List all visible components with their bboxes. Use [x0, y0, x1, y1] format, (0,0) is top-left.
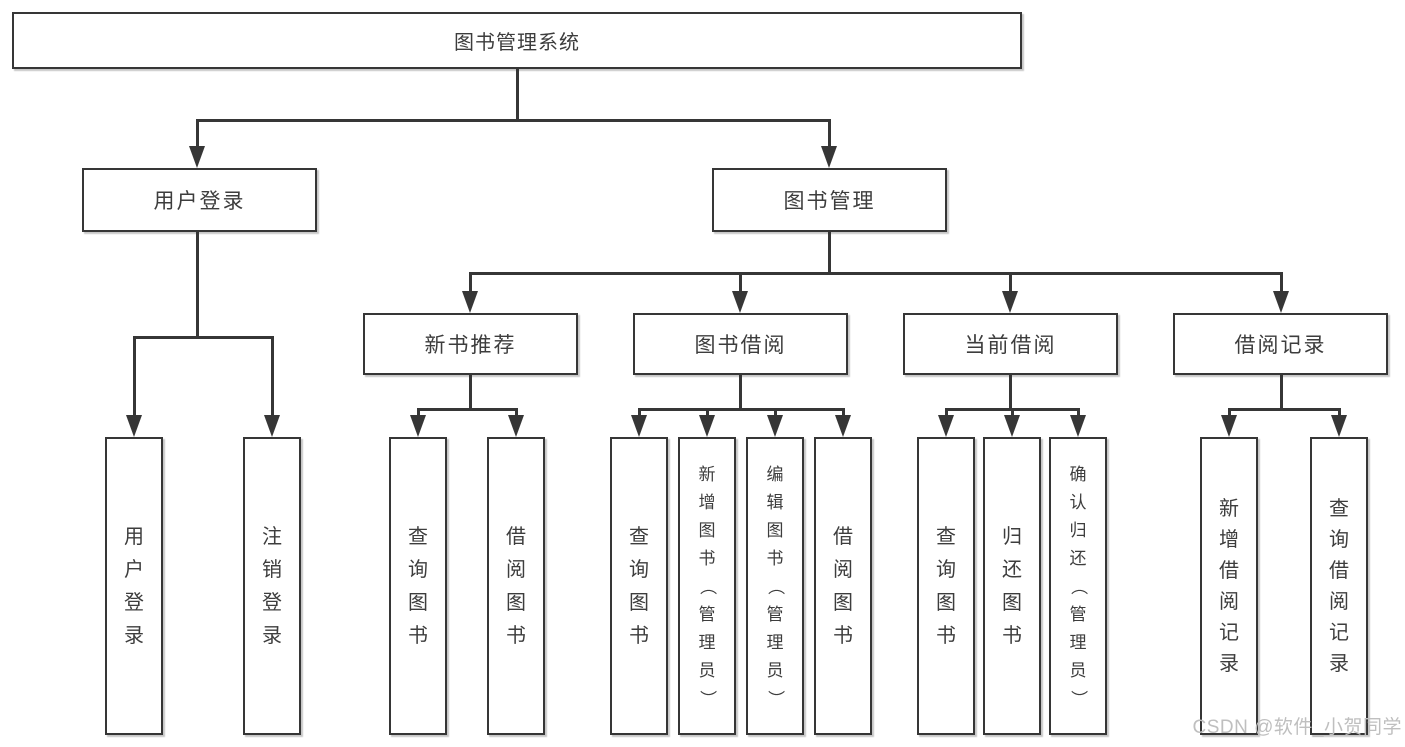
connector-line	[1077, 408, 1080, 415]
leaf-label: 查询借阅记录	[1329, 497, 1349, 675]
connector-line	[1228, 408, 1340, 411]
leaf-label: 新增借阅记录	[1219, 497, 1239, 675]
node-label: 图书管理	[783, 190, 876, 213]
node-book-management: 图书管理	[712, 168, 947, 232]
connector-line	[739, 375, 742, 408]
arrow-down-icon	[462, 291, 478, 313]
arrow-down-icon	[1004, 415, 1020, 437]
connector-line	[1280, 272, 1283, 291]
arrow-down-icon	[126, 415, 142, 437]
arrow-down-icon	[1070, 415, 1086, 437]
connector-line	[516, 69, 519, 119]
leaf-add-book-admin: 新增图书（管理员）	[678, 437, 736, 735]
connector-line	[638, 408, 641, 415]
connector-line	[515, 408, 518, 415]
node-label: 新书推荐	[424, 334, 517, 357]
connector-line	[417, 408, 517, 411]
connector-line	[196, 119, 831, 122]
leaf-add-borrow-record: 新增借阅记录	[1200, 437, 1258, 735]
csdn-watermark: CSDN @软件_小贺同学	[1192, 717, 1402, 738]
connector-line	[1011, 408, 1014, 415]
connector-line	[1009, 375, 1012, 408]
leaf-label: 确认归还（管理员）	[1068, 464, 1088, 707]
node-root-library-system: 图书管理系统	[12, 12, 1022, 69]
connector-line	[842, 408, 845, 415]
connector-line	[1338, 408, 1341, 415]
arrow-down-icon	[1273, 291, 1289, 313]
connector-line	[1009, 272, 1012, 291]
connector-line	[774, 408, 777, 415]
node-book-borrow: 图书借阅	[633, 313, 848, 375]
leaf-return-books: 归还图书	[983, 437, 1041, 735]
connector-line	[469, 272, 1282, 275]
leaf-logout: 注销登录	[243, 437, 301, 735]
node-borrow-records: 借阅记录	[1173, 313, 1388, 375]
leaf-label: 编辑图书（管理员）	[765, 464, 785, 707]
arrow-down-icon	[938, 415, 954, 437]
node-label: 图书管理系统	[454, 32, 580, 54]
connector-line	[1228, 408, 1231, 415]
leaf-query-books-3: 查询图书	[917, 437, 975, 735]
connector-line	[417, 408, 420, 415]
connector-line	[638, 408, 843, 411]
leaf-query-books-1: 查询图书	[389, 437, 447, 735]
arrow-down-icon	[1002, 291, 1018, 313]
leaf-label: 查询图书	[629, 525, 649, 647]
node-label: 当前借阅	[964, 334, 1057, 357]
connector-line	[828, 232, 831, 272]
arrow-down-icon	[1221, 415, 1237, 437]
leaf-label: 归还图书	[1002, 525, 1022, 647]
leaf-borrow-books-1: 借阅图书	[487, 437, 545, 735]
connector-line	[739, 272, 742, 291]
node-current-borrow: 当前借阅	[903, 313, 1118, 375]
connector-line	[706, 408, 709, 415]
leaf-label: 借阅图书	[833, 525, 853, 647]
arrow-down-icon	[732, 291, 748, 313]
leaf-query-books-2: 查询图书	[610, 437, 668, 735]
leaf-confirm-return-admin: 确认归还（管理员）	[1049, 437, 1107, 735]
arrow-down-icon	[835, 415, 851, 437]
node-user-login: 用户登录	[82, 168, 317, 232]
arrow-down-icon	[189, 146, 205, 168]
leaf-borrow-books-2: 借阅图书	[814, 437, 872, 735]
connector-line	[133, 336, 274, 339]
leaf-label: 查询图书	[936, 525, 956, 647]
connector-line	[1280, 375, 1283, 408]
leaf-edit-book-admin: 编辑图书（管理员）	[746, 437, 804, 735]
connector-line	[469, 375, 472, 408]
arrow-down-icon	[264, 415, 280, 437]
connector-line	[196, 119, 199, 146]
arrow-down-icon	[508, 415, 524, 437]
connector-line	[469, 272, 472, 291]
leaf-query-borrow-record: 查询借阅记录	[1310, 437, 1368, 735]
leaf-label: 借阅图书	[506, 525, 526, 647]
leaf-label: 注销登录	[262, 525, 282, 647]
leaf-user-login: 用户登录	[105, 437, 163, 735]
arrow-down-icon	[1331, 415, 1347, 437]
connector-line	[271, 336, 274, 415]
arrow-down-icon	[821, 146, 837, 168]
node-new-book-recommend: 新书推荐	[363, 313, 578, 375]
arrow-down-icon	[631, 415, 647, 437]
leaf-label: 查询图书	[408, 525, 428, 647]
arrow-down-icon	[767, 415, 783, 437]
connector-line	[828, 119, 831, 146]
connector-line	[945, 408, 948, 415]
connector-line	[133, 336, 136, 415]
arrow-down-icon	[699, 415, 715, 437]
leaf-label: 新增图书（管理员）	[697, 464, 717, 707]
leaf-label: 用户登录	[124, 525, 144, 647]
node-label: 借阅记录	[1234, 334, 1327, 357]
node-label: 图书借阅	[694, 334, 787, 357]
connector-line	[196, 232, 199, 336]
node-label: 用户登录	[153, 190, 246, 213]
arrow-down-icon	[410, 415, 426, 437]
